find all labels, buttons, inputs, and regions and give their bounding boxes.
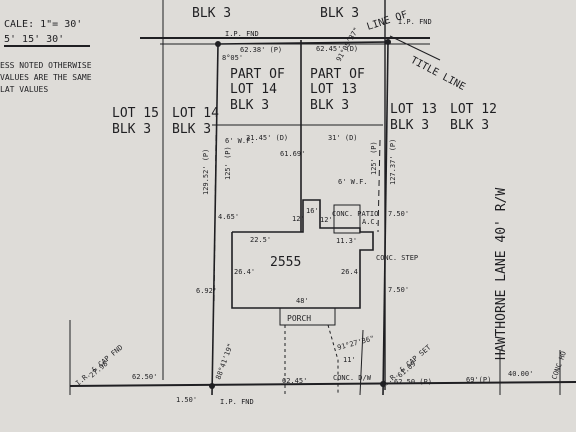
dim-225: 22.5' (250, 236, 271, 244)
blk-14-upper: BLK 3 (230, 98, 269, 113)
legend-note-2: VALUES ARE THE SAME (0, 73, 92, 82)
ip-monument-tr (385, 39, 391, 45)
blk-13-upper: BLK 3 (310, 98, 349, 113)
dim-3145: 31.45' (D) (246, 134, 288, 142)
ip-monument-tl (215, 41, 221, 47)
dim-69: 69'(P) (466, 376, 491, 384)
dim-top-left: 62.38' (P) (240, 46, 282, 54)
hawthorne-lane-label: HAWTHORNE LANE 40' R/W (494, 188, 509, 360)
part-of-13: PART OF (310, 67, 365, 82)
dim-right-short: 125' (P) (370, 141, 378, 175)
dim-750b: 7.50' (388, 286, 409, 294)
title-line-leader (389, 35, 441, 61)
house-number: 2555 (270, 255, 301, 270)
conc-patio (333, 204, 361, 234)
dim-264b: 26.4' (341, 268, 362, 276)
dim-16: 16' (306, 207, 319, 215)
wf-right: 6' W.F. (338, 178, 368, 186)
lot-12-blk: BLK 3 (450, 118, 489, 133)
walk-right (327, 324, 339, 395)
ip-fnd-tl: I.P. FND (225, 30, 259, 38)
part-of-14: PART OF (230, 67, 285, 82)
legend-note-3: LAT VALUES (0, 85, 48, 94)
wf-left: 6' W.F. (225, 137, 255, 145)
dim-angle-tl: 8°05' (222, 54, 243, 62)
lot-13-upper: LOT 13 (310, 82, 357, 97)
dim-top-right: 62.45' (D) (316, 45, 358, 53)
porch-outline (279, 308, 336, 326)
east-fence (377, 139, 381, 233)
conc-step-label: CONC. STEP (376, 254, 418, 262)
east-boundary (382, 41, 389, 396)
legend-bar: 5' 15' 30' (4, 34, 64, 45)
ip-monument-bl (209, 383, 215, 389)
dim-right-long: 127.37' (P) (389, 139, 397, 185)
lot-14-upper: LOT 14 (230, 82, 277, 97)
blk-top-left: BLK 3 (192, 6, 231, 21)
dim-12a: 12' (292, 215, 305, 223)
dim-bottom-right: 62.50 (P) (394, 378, 432, 386)
blk-top-right: BLK 3 (320, 6, 359, 21)
ip-fnd-tr: I.P. FND (398, 18, 432, 26)
dim-bottom-mid: 62.45' (282, 377, 307, 385)
dim-left-short: 125' (P) (224, 146, 232, 180)
ip-fnd-bottom: I.P. FND (220, 398, 254, 406)
conc-dw-label: CONC. D/W (333, 374, 372, 382)
dim-left-long: 129.52' (P) (202, 149, 210, 195)
dim-150: 1.50' (176, 396, 197, 404)
dim-31: 31' (D) (328, 134, 358, 142)
conc-patio-label: CONC. PATIO (332, 210, 378, 218)
lot-14: LOT 14 (172, 106, 219, 121)
north-boundary (217, 41, 389, 45)
dim-11: 11' (343, 356, 356, 364)
lot-15: LOT 15 (112, 106, 159, 121)
dim-bottom-left: 62.50' (132, 373, 157, 381)
legend-scale: CALE: 1"= 30' (4, 19, 82, 30)
legend-note-1: ESS NOTED OTHERWISE (0, 61, 92, 70)
west-fence (213, 134, 217, 306)
dim-692: 6.92' (196, 287, 217, 295)
ac-label: A.C. (362, 218, 379, 226)
ip-monument-br (380, 381, 386, 387)
lot-12: LOT 12 (450, 102, 497, 117)
lot-14-blk: BLK 3 (172, 122, 211, 137)
dim-750a: 7.50' (388, 210, 409, 218)
lot-13: LOT 13 (390, 102, 437, 117)
bottom-street-line (69, 381, 576, 387)
dim-465: 4.65' (218, 213, 239, 221)
lot-15-blk: BLK 3 (112, 122, 151, 137)
porch-label: PORCH (287, 314, 311, 323)
lot-13-blk: BLK 3 (390, 118, 429, 133)
dim-48: 48' (296, 297, 309, 305)
dim-4000: 40.00' (508, 370, 533, 378)
dim-12b: 12' (320, 216, 333, 224)
dim-113: 11.3' (336, 237, 357, 245)
dim-6169: 61.69' (280, 150, 305, 158)
dim-264a: 26.4' (234, 268, 255, 276)
